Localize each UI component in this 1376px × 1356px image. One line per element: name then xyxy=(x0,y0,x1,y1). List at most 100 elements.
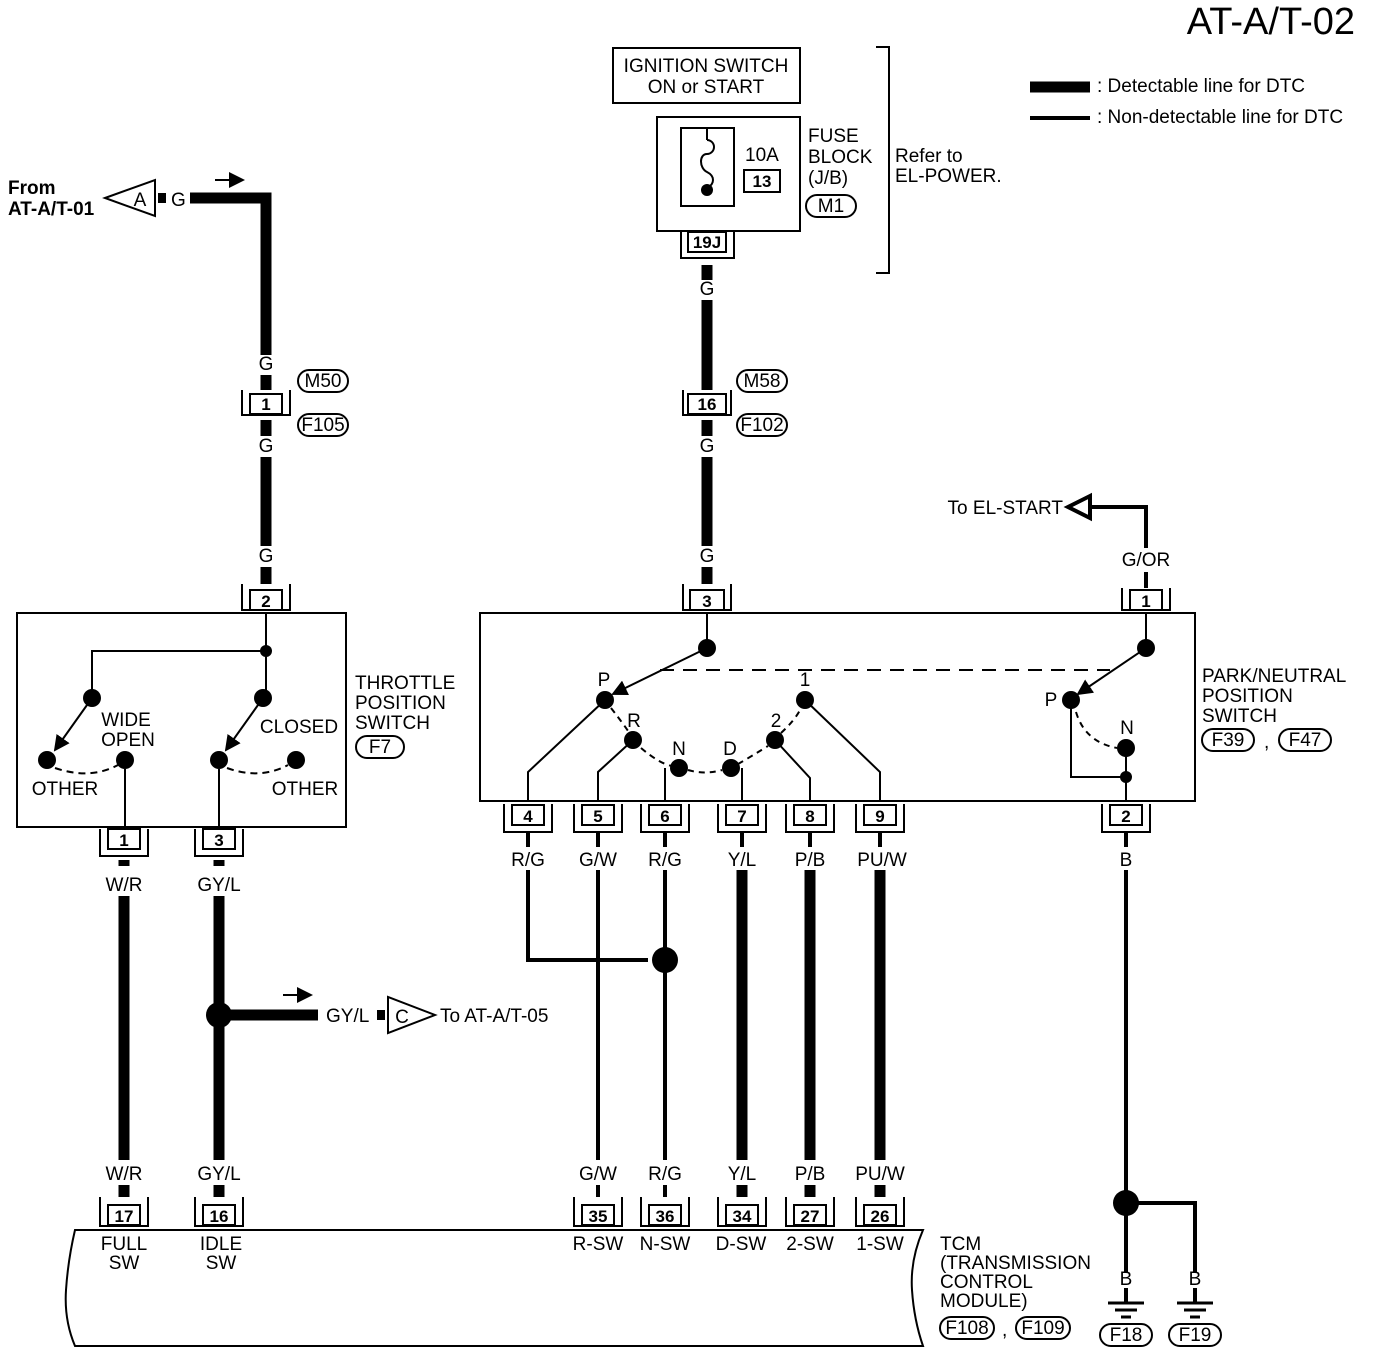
tcm-1sw: 1-SW xyxy=(856,1234,904,1255)
wires-detectable xyxy=(118,192,886,1197)
refer-bracket-line xyxy=(876,46,890,274)
pin-tps-idle: 3 xyxy=(214,831,223,850)
pin-tcm-16: 16 xyxy=(210,1207,229,1226)
to-at05: GY/L C To AT-A/T-05 xyxy=(283,987,548,1035)
connector-m58-f102: 16 M58 F102 xyxy=(682,369,788,437)
from-line-1: From xyxy=(8,178,56,199)
wire-label-gor: G/OR xyxy=(1122,550,1171,571)
fuse-terminal-box xyxy=(687,231,727,253)
tps-title-3: SWITCH xyxy=(355,713,430,734)
refer-bracket: Refer to EL-POWER. xyxy=(876,46,1002,274)
ignition-switch-box xyxy=(612,47,801,104)
ignition-switch: IGNITION SWITCH ON or START xyxy=(612,47,801,104)
wire-label-b-3: B xyxy=(1189,1269,1202,1290)
tcm-full-2: SW xyxy=(109,1253,140,1274)
fuse-label-1: FUSE xyxy=(808,126,859,147)
from-at01: From AT-A/T-01 A G xyxy=(8,172,245,220)
pin-tcm-34: 34 xyxy=(733,1207,752,1226)
throttle-position-switch: 2 WIDE OPEN CLOSED OTHER OTHER THROTTLE … xyxy=(16,584,455,857)
pnp-n2: N xyxy=(1120,718,1134,739)
tcm-full-1: FULL xyxy=(101,1234,147,1255)
pin-pnp-2: 2 xyxy=(1121,807,1130,826)
legend: : Detectable line for DTC : Non-detectab… xyxy=(1030,76,1343,128)
tps-box xyxy=(16,612,347,828)
conn-f102: F102 xyxy=(740,415,783,436)
tcm-rsw: R-SW xyxy=(573,1234,624,1255)
pin-tcm-26: 26 xyxy=(871,1207,890,1226)
wire-label-g-2: G xyxy=(259,436,274,457)
to-start-arrow xyxy=(1063,492,1092,522)
wire-label-rg-2: R/G xyxy=(648,850,682,871)
wire-label-g-6: G xyxy=(700,546,715,567)
fuse-amps: 10A xyxy=(745,145,779,166)
pin-tcm-36: 36 xyxy=(656,1207,675,1226)
from-connector-triangle xyxy=(102,178,156,218)
diagram-id: AT-A/T-02 xyxy=(1187,1,1355,43)
splice-gyl xyxy=(206,1002,232,1028)
from-line-2: AT-A/T-01 xyxy=(8,199,95,220)
fuse-terminal: 19J xyxy=(693,233,721,252)
pin-pnp-5: 5 xyxy=(593,807,602,826)
tcm-title-4: MODULE) xyxy=(940,1291,1028,1312)
conn-f109: F109 xyxy=(1021,1318,1064,1339)
legend-nondetectable-label: : Non-detectable line for DTC xyxy=(1097,107,1343,128)
wire-label-wr-2: W/R xyxy=(106,1164,143,1185)
conn-m58: M58 xyxy=(744,371,781,392)
pnp-box xyxy=(479,612,1196,802)
conn-f108: F108 xyxy=(945,1318,988,1339)
pin-pnp-7: 7 xyxy=(737,807,746,826)
pin-pnp-4: 4 xyxy=(523,807,533,826)
from-connector: A xyxy=(134,190,147,211)
wire-label-g-4: G xyxy=(700,279,715,300)
pin-pnp-in: 3 xyxy=(702,592,711,611)
wire-label-gw-2: G/W xyxy=(579,1164,617,1185)
fuse-terminal-dot xyxy=(701,184,713,196)
pnp-p2: P xyxy=(1045,690,1058,711)
fuse-label-3: (J/B) xyxy=(808,168,848,189)
wire-label-b-1: B xyxy=(1120,850,1133,871)
grounds: F18 F19 xyxy=(1099,1288,1222,1347)
to-at05-connector: C xyxy=(395,1007,409,1028)
ignition-line-2: ON or START xyxy=(648,77,765,98)
fuse-block-box xyxy=(656,116,801,232)
from-connector-stub xyxy=(158,193,166,203)
fuse-connector: M1 xyxy=(818,196,844,217)
to-start-label: To EL-START xyxy=(948,498,1064,519)
tcm-box xyxy=(64,1229,925,1347)
pnp-2: 2 xyxy=(771,711,782,732)
to-at05-text: To AT-A/T-05 xyxy=(440,1006,548,1027)
to-at05-wire: GY/L xyxy=(326,1006,369,1027)
pnp-title-2: POSITION xyxy=(1202,686,1293,707)
refer-line-1: Refer to xyxy=(895,146,963,167)
tcm-idle-2: SW xyxy=(206,1253,237,1274)
tcm-nsw: N-SW xyxy=(640,1234,691,1255)
wire-label-pb-1: P/B xyxy=(795,850,826,871)
pin-pnp-8: 8 xyxy=(805,807,814,826)
tcm-2sw: 2-SW xyxy=(786,1234,834,1255)
sep-2: , xyxy=(1002,1320,1007,1341)
tcm-idle-1: IDLE xyxy=(200,1234,242,1255)
fuse-icon xyxy=(700,128,715,189)
pnp-d: D xyxy=(723,739,737,760)
pin-tcm-17: 17 xyxy=(115,1207,134,1226)
wire-labels: G G G G G G G/OR W/R GY/L R/G G/W R/G Y/… xyxy=(106,279,1202,1290)
pin-tps-in: 2 xyxy=(261,592,270,611)
from-wire-color: G xyxy=(171,190,186,211)
pin-m50: 1 xyxy=(261,395,270,414)
pin-m58: 16 xyxy=(698,395,717,414)
wire-label-gw-1: G/W xyxy=(579,850,617,871)
wire-label-gyl-1: GY/L xyxy=(197,875,240,896)
wire-label-rg-3: R/G xyxy=(648,1164,682,1185)
fuse-number-box xyxy=(743,169,781,193)
fuse-block: 10A 13 FUSE BLOCK (J/B) M1 19J xyxy=(656,116,873,259)
fuse-terminal-connector xyxy=(680,231,735,259)
legend-detectable-label: : Detectable line for DTC xyxy=(1097,76,1305,97)
tps-other-right: OTHER xyxy=(272,779,339,800)
conn-m50: M50 xyxy=(305,371,342,392)
tps-wide-1: WIDE xyxy=(101,710,151,731)
pnp-r: R xyxy=(627,711,641,732)
wire-label-g-1: G xyxy=(259,354,274,375)
wire-label-puw-1: PU/W xyxy=(857,850,907,871)
wire-label-g-5: G xyxy=(700,436,715,457)
